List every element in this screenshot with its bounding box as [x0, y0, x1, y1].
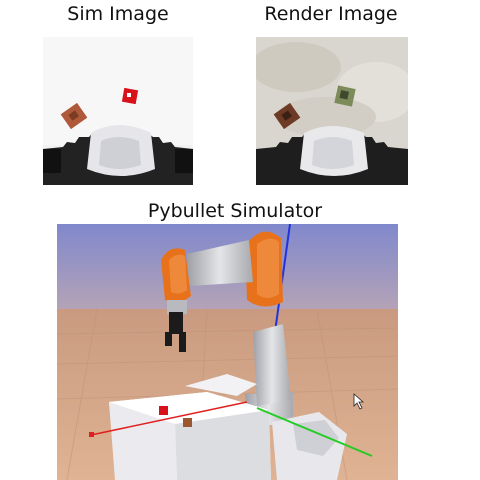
pybullet-viewport[interactable]	[57, 224, 398, 480]
brown-cube	[60, 102, 88, 130]
simulator-title: Pybullet Simulator	[147, 200, 323, 222]
red-cube	[121, 87, 139, 105]
gripper-view	[43, 125, 193, 185]
brown-cube-sim	[183, 418, 192, 427]
gripper-render	[256, 126, 408, 185]
textured-cube	[334, 85, 356, 107]
x-axis-line	[90, 401, 248, 436]
clutter-objects	[185, 374, 257, 396]
robot-arm	[161, 231, 293, 426]
z-axis-line	[274, 224, 291, 333]
white-box	[109, 392, 271, 480]
sim-image-title: Sim Image	[67, 3, 169, 25]
mouse-cursor-icon	[353, 393, 365, 410]
sim-image-panel	[43, 37, 193, 185]
brown-cube-render	[273, 102, 301, 130]
render-image-title: Render Image	[264, 3, 398, 25]
render-image-panel	[256, 37, 408, 185]
red-cube-sim	[159, 406, 168, 415]
y-axis-line	[256, 407, 373, 457]
